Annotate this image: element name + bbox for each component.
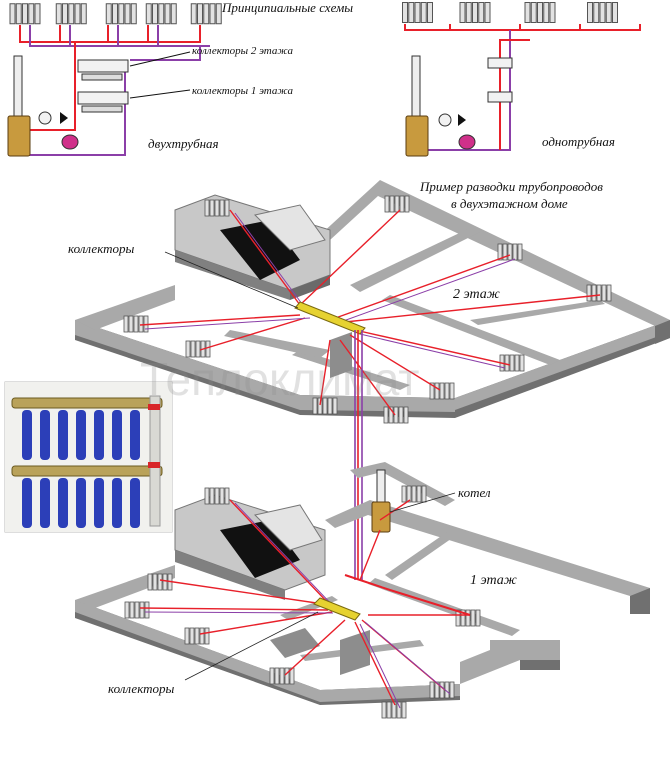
radiator-icon [147, 573, 173, 591]
one-pipe-scheme: однотрубная [402, 2, 641, 157]
collector-floor2-icon [294, 301, 366, 335]
radiator-icon [459, 2, 491, 23]
label-collectors-floor2: коллекторы 2 этажа [192, 45, 293, 57]
label-two-pipe: двухтрубная [148, 136, 219, 151]
label-floor2: 2 этаж [453, 287, 500, 302]
radiator-icon [524, 2, 556, 23]
boiler-icon [405, 55, 429, 157]
two-pipe-scheme: коллекторы 2 этажа коллекторы 1 этажа дв… [7, 3, 293, 157]
radiator-icon [105, 3, 137, 25]
radiator-icon [429, 681, 455, 699]
collector-icon [77, 59, 129, 113]
radiator-icon [55, 3, 87, 25]
riser-pipe [354, 330, 363, 580]
label-collectors-upper: коллекторы [68, 241, 134, 256]
radiator-icon [401, 485, 427, 503]
collector-floor1-icon [313, 597, 361, 621]
label-collectors-lower: коллекторы [108, 681, 174, 696]
example-title-line1: Пример разводки трубопроводов [419, 179, 603, 194]
radiator-icon [184, 627, 210, 645]
radiator-icon [204, 487, 230, 505]
collector-icon [487, 57, 513, 103]
label-collectors-floor1: коллекторы 1 этажа [192, 85, 293, 97]
label-one-pipe: однотрубная [542, 134, 615, 149]
radiator-icon [383, 406, 409, 424]
radiator-icon [9, 3, 41, 25]
schemes-title: Принципиальные схемы [221, 0, 353, 15]
radiator-icon [124, 601, 150, 619]
radiator-icon [145, 3, 177, 25]
radiator-icon [384, 195, 410, 213]
label-floor1: 1 этаж [470, 573, 517, 588]
floor2-plan [75, 180, 670, 424]
staircase-floor2 [174, 194, 331, 300]
watermark: Теплоклимат [140, 353, 419, 405]
radiator-icon [190, 3, 222, 25]
radiator-icon [586, 284, 612, 302]
radiator-icon [123, 315, 149, 333]
pump-icon [438, 113, 476, 150]
label-boiler: котел [458, 485, 491, 500]
manifold-photo [4, 381, 173, 533]
pump-icon [38, 111, 79, 150]
radiator-icon [402, 2, 433, 23]
radiator-icon [204, 199, 230, 217]
floor1-plan [75, 462, 650, 719]
staircase-floor1 [174, 494, 326, 600]
boiler-icon [371, 469, 391, 533]
example-title-line2: в двухэтажном доме [451, 196, 568, 211]
boiler-icon [7, 55, 31, 157]
radiator-icon [587, 2, 618, 23]
